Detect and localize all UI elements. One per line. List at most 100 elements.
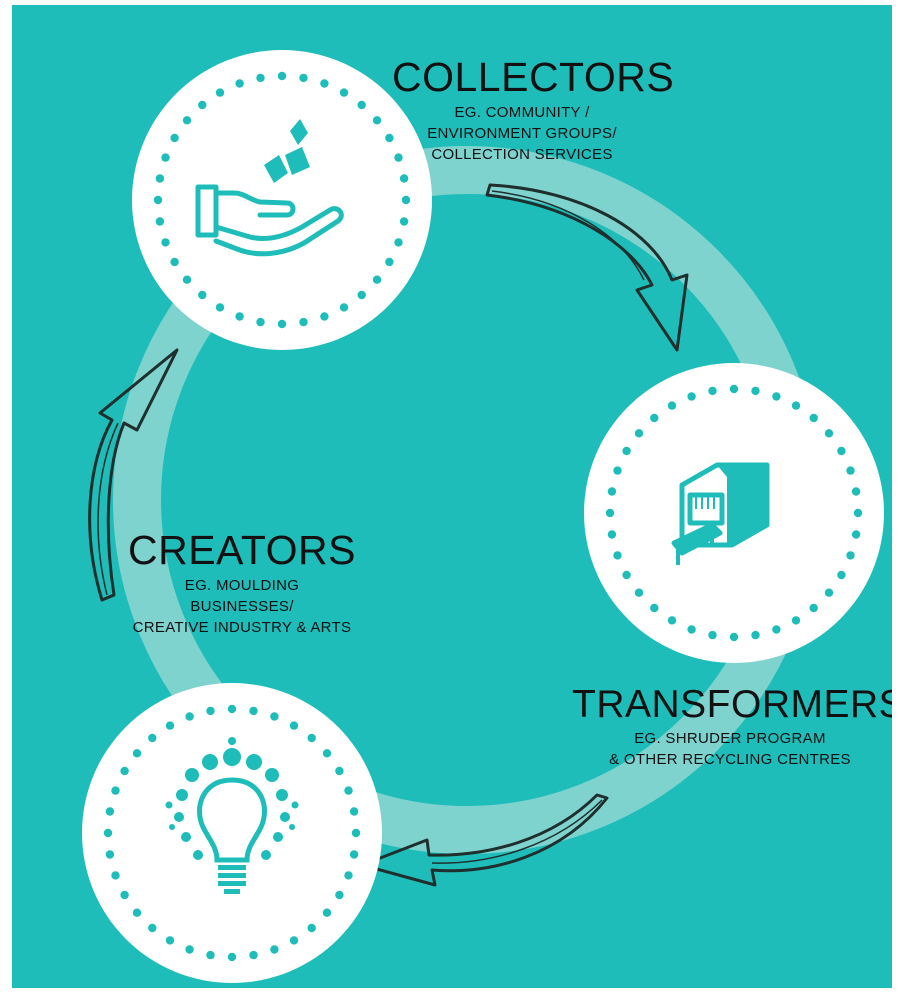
ring-dot bbox=[824, 588, 834, 597]
collectors-circle bbox=[132, 50, 432, 350]
ring-dot bbox=[607, 487, 617, 496]
ring-dot bbox=[634, 429, 644, 438]
ring-dot bbox=[791, 401, 801, 410]
ring-dot bbox=[772, 392, 781, 401]
ring-dot bbox=[351, 828, 361, 838]
ring-dot bbox=[161, 153, 170, 162]
ring-dot bbox=[299, 317, 308, 327]
ring-dot bbox=[105, 807, 115, 816]
ring-dot bbox=[809, 413, 818, 423]
ring-dot bbox=[751, 386, 760, 396]
creators-line-1: EG. MOULDING bbox=[184, 577, 300, 594]
creators-line-3: CREATIVE INDUSTRY & ARTS bbox=[132, 619, 352, 636]
ring-dot bbox=[198, 290, 207, 300]
ring-dot bbox=[111, 871, 120, 880]
transformers-dotted-ring bbox=[605, 384, 863, 642]
ring-dot bbox=[605, 508, 615, 518]
ring-dot bbox=[111, 786, 120, 795]
collectors-label: COLLECTORS EG. COMMUNITY / ENVIRONMENT G… bbox=[392, 54, 675, 165]
ring-dot bbox=[607, 530, 617, 539]
ring-dot bbox=[165, 721, 175, 730]
ring-dot bbox=[185, 945, 194, 954]
ring-dot bbox=[394, 153, 403, 162]
ring-dot bbox=[307, 733, 316, 743]
transformers-title: TRANSFORMERS bbox=[572, 683, 892, 726]
ring-dot bbox=[650, 413, 659, 423]
ring-dot bbox=[148, 923, 157, 933]
ring-dot bbox=[289, 721, 299, 730]
ring-dot bbox=[161, 238, 170, 247]
ring-dot bbox=[344, 786, 353, 795]
ring-dot bbox=[148, 733, 157, 743]
ring-dot bbox=[235, 79, 244, 88]
ring-dot bbox=[667, 401, 677, 410]
ring-dot bbox=[344, 871, 353, 880]
ring-dot bbox=[335, 766, 344, 776]
ring-dot bbox=[729, 632, 739, 642]
lightbulb-icon bbox=[165, 737, 299, 894]
creators-circle bbox=[82, 683, 382, 983]
ring-dot bbox=[182, 275, 192, 284]
arrow-creators-to-collectors bbox=[88, 348, 179, 602]
ring-dot bbox=[851, 530, 861, 539]
ring-dot bbox=[155, 217, 165, 226]
ring-dot bbox=[270, 712, 279, 721]
collectors-line-1: EG. COMMUNITY / bbox=[454, 104, 590, 121]
arrow-collectors-to-transformers bbox=[485, 183, 689, 352]
ring-dot bbox=[622, 570, 631, 580]
ring-dot bbox=[824, 429, 834, 438]
ring-dot bbox=[215, 88, 225, 97]
ring-dot bbox=[729, 384, 739, 394]
ring-dot bbox=[385, 257, 394, 267]
ring-dot bbox=[385, 133, 394, 143]
hand-with-pieces-icon bbox=[195, 119, 344, 257]
ring-dot bbox=[132, 749, 142, 758]
ring-dot bbox=[399, 174, 409, 183]
cycle-diagram bbox=[82, 50, 884, 983]
ring-dot bbox=[394, 238, 403, 247]
creators-dotted-ring bbox=[103, 704, 361, 962]
ring-dot bbox=[215, 303, 225, 312]
ring-dot bbox=[853, 508, 863, 518]
ring-dot bbox=[120, 890, 129, 900]
ring-dot bbox=[320, 79, 329, 88]
ring-dot bbox=[837, 570, 846, 580]
ring-dot bbox=[335, 890, 344, 900]
ring-dot bbox=[339, 88, 349, 97]
ring-dot bbox=[846, 466, 855, 475]
ring-dot bbox=[277, 71, 287, 81]
ring-dot bbox=[349, 850, 359, 859]
ring-dot bbox=[401, 195, 411, 205]
ring-dot bbox=[708, 386, 717, 396]
ring-dot bbox=[791, 616, 801, 625]
ring-dot bbox=[206, 950, 215, 960]
ring-dot bbox=[357, 100, 366, 110]
ring-dot bbox=[851, 487, 861, 496]
shredder-machine-icon bbox=[671, 462, 770, 565]
ring-dot bbox=[155, 174, 165, 183]
ring-dot bbox=[650, 603, 659, 613]
ring-dot bbox=[751, 630, 760, 640]
ring-dot bbox=[687, 625, 696, 634]
ring-dot bbox=[153, 195, 163, 205]
ring-dot bbox=[357, 290, 366, 300]
ring-dot bbox=[132, 908, 142, 917]
ring-dot bbox=[198, 100, 207, 110]
creators-title: CREATORS bbox=[127, 527, 357, 573]
collectors-line-2: ENVIRONMENT GROUPS/ bbox=[427, 125, 617, 142]
ring-dot bbox=[320, 312, 329, 321]
ring-dot bbox=[103, 828, 113, 838]
ring-dot bbox=[339, 303, 349, 312]
diagram-panel: COLLECTORS EG. COMMUNITY / ENVIRONMENT G… bbox=[12, 5, 892, 988]
ring-dot bbox=[372, 275, 382, 284]
ring-dot bbox=[322, 749, 332, 758]
creators-label: CREATORS EG. MOULDING BUSINESSES/ CREATI… bbox=[92, 530, 392, 638]
ring-dot bbox=[399, 217, 409, 226]
collectors-title: COLLECTORS bbox=[392, 54, 675, 100]
transformers-line-1: EG. SHRUDER PROGRAM bbox=[634, 730, 826, 747]
ring-dot bbox=[227, 952, 237, 962]
ring-dot bbox=[372, 116, 382, 125]
ring-dot bbox=[322, 908, 332, 917]
ring-dot bbox=[289, 936, 299, 945]
ring-dot bbox=[227, 704, 237, 714]
